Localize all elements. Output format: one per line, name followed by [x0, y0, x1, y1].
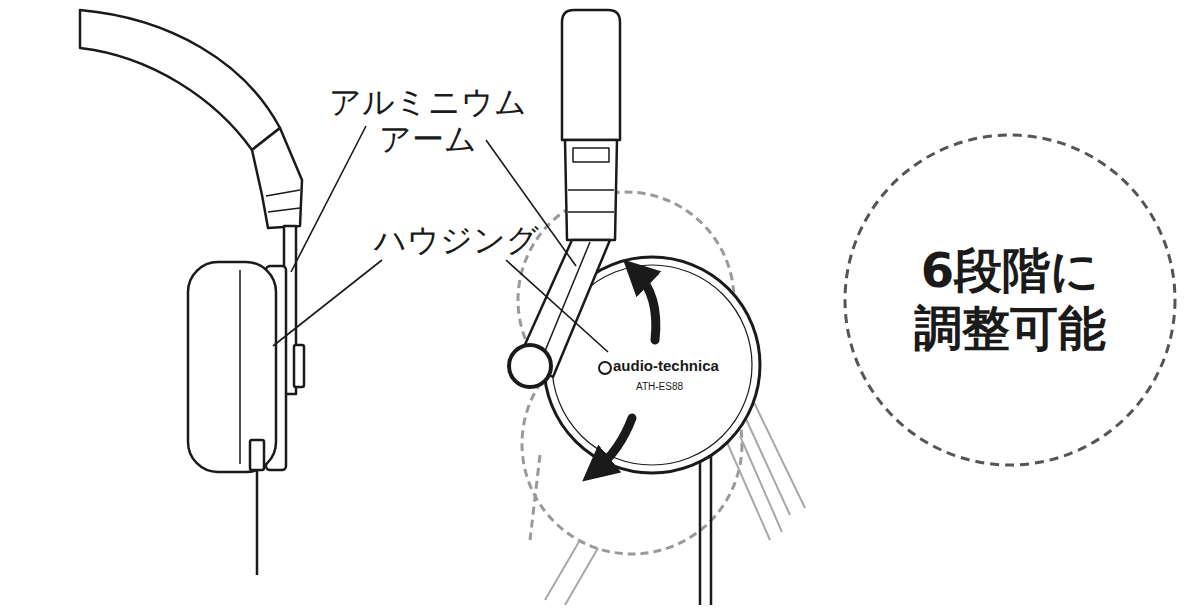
- brand-logo-mark: [599, 362, 611, 374]
- front-view-headphone: [509, 10, 760, 605]
- dashed-circle: [845, 135, 1175, 465]
- note-circle: 6段階に 調整可能: [841, 131, 1179, 469]
- note-text: 6段階に 調整可能: [886, 242, 1134, 357]
- brand-logo: audio-technica: [613, 358, 719, 375]
- part-label: ハウジング: [374, 222, 539, 259]
- model-name: ATH-ES88: [636, 381, 683, 392]
- side-view-headphone: [80, 10, 304, 575]
- leader-lines: [273, 126, 608, 352]
- part-label: アルミニウム アーム: [326, 84, 530, 158]
